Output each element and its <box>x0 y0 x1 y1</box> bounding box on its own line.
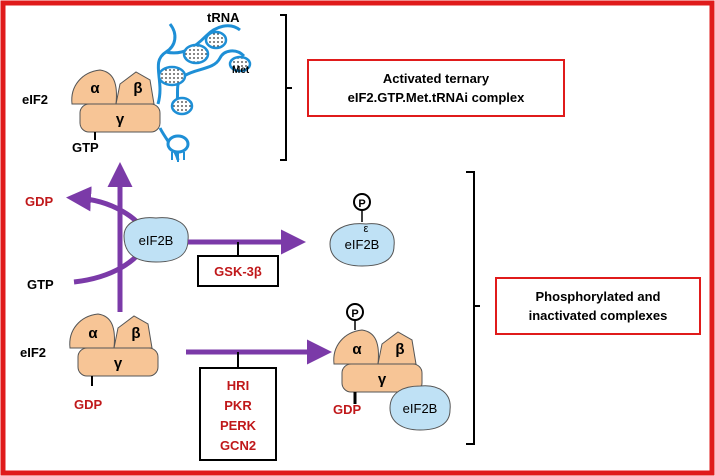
trna-strand-1 <box>156 23 177 105</box>
beta-label: β <box>133 80 142 97</box>
trna-loop-2 <box>182 43 210 65</box>
trna-loop-5 <box>228 55 252 73</box>
trna-anticodon-bases <box>171 152 185 162</box>
phospho-eif2b-label: eIF2B <box>345 237 380 252</box>
kinase-pathway: HRI PKR PERK GCN2 <box>186 339 332 461</box>
met-label: Met <box>232 65 250 76</box>
alpha-label-br: α <box>352 341 362 358</box>
eif2-label-bl: eIF2 <box>20 345 46 360</box>
phosphorylated-line1: Phosphorylated and <box>536 289 661 304</box>
gtp-in-label: GTP <box>27 277 54 292</box>
beta-label-bl: β <box>131 325 140 342</box>
trna-molecule: tRNA Met <box>156 10 252 162</box>
alpha-subunit-bl <box>69 313 115 349</box>
kinase-hri: HRI <box>227 378 249 393</box>
phosphorylated-frame <box>495 277 701 335</box>
trna-label: tRNA <box>207 10 240 25</box>
bottom-left-eif2-gdp: α β γ eIF2 GDP <box>20 313 159 412</box>
top-bracket <box>280 14 292 161</box>
gsk3b-label: GSK-3β <box>214 264 262 279</box>
kinase-perk: PERK <box>220 418 257 433</box>
gamma-label-br: γ <box>378 371 387 388</box>
beta-subunit <box>115 71 155 105</box>
gsk3b-box <box>197 255 279 287</box>
activated-ternary-frame <box>307 59 565 117</box>
right-bracket <box>466 171 480 445</box>
phospho-eif2b-blob <box>329 223 395 267</box>
eif2b-label: eIF2B <box>139 233 174 248</box>
activated-ternary-line1: Activated ternary <box>383 71 490 86</box>
kinase-gcn2: GCN2 <box>220 438 256 453</box>
alpha-label: α <box>90 80 100 97</box>
gsk3b-pathway: GSK-3β <box>188 229 306 287</box>
alpha-subunit <box>71 69 117 105</box>
activated-ternary-line2: eIF2.GTP.Met.tRNAi complex <box>348 90 526 105</box>
gdp-out-label: GDP <box>25 194 54 209</box>
top-eif2-complex: α β γ eIF2 GTP <box>22 69 161 155</box>
eif2b-blob-br <box>389 385 451 431</box>
phosphate-label-1: P <box>358 198 365 210</box>
activated-ternary-box: Activated ternary eIF2.GTP.Met.tRNAi com… <box>307 59 565 117</box>
kinase-box <box>199 367 277 461</box>
trna-anticodon-loop <box>166 134 190 154</box>
trna-loop-1 <box>157 65 187 87</box>
alpha-label-bl: α <box>88 325 98 342</box>
epsilon-label: ε <box>364 223 369 235</box>
kinase-pkr: PKR <box>224 398 252 413</box>
gtp-label-top: GTP <box>72 140 99 155</box>
phosphate-label-2: P <box>351 308 358 320</box>
eif2b-label-br: eIF2B <box>403 401 438 416</box>
gdp-gtp-exchange: GDP GTP eIF2B <box>25 162 189 312</box>
trna-loop-3 <box>204 30 228 50</box>
phosphorylated-line2: inactivated complexes <box>529 308 668 323</box>
alpha-subunit-br <box>333 329 379 365</box>
gdp-label-br: GDP <box>333 402 362 417</box>
beta-subunit-br <box>377 331 417 365</box>
beta-subunit-bl <box>113 315 153 349</box>
gamma-label-bl: γ <box>114 355 123 372</box>
beta-label-br: β <box>395 341 404 358</box>
gamma-label: γ <box>116 111 125 128</box>
phosphorylated-box: Phosphorylated and inactivated complexes <box>495 277 701 335</box>
bottom-right-phospho-complex: P α β γ GDP eIF2B <box>333 303 451 431</box>
eif2-label-top: eIF2 <box>22 92 48 107</box>
phospho-eif2b: P ε eIF2B <box>329 193 395 267</box>
trna-loop-4 <box>170 96 194 116</box>
gdp-label-bl: GDP <box>74 397 103 412</box>
trna-strand-3 <box>172 49 246 113</box>
